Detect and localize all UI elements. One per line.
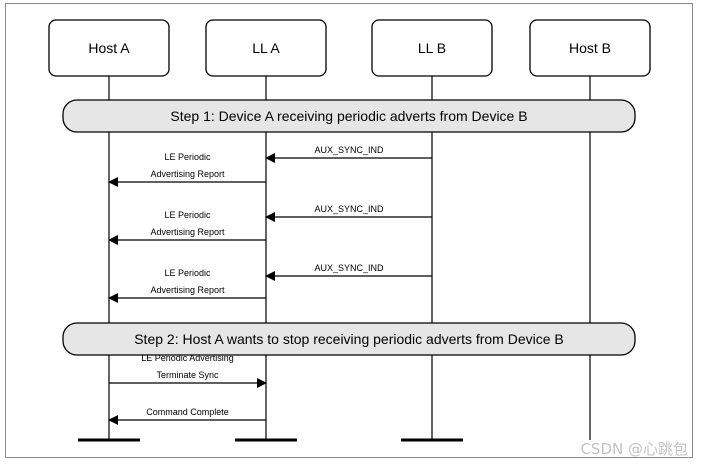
step-label: Step 2: Host A wants to stop receiving p… [134,331,564,347]
message-label: AUX_SYNC_IND [314,263,384,273]
participant-box [205,19,327,77]
participant-label: LL A [252,40,280,56]
step-bar [62,322,636,356]
step-1: Step 1: Device A receiving periodic adve… [62,99,636,133]
participant-box [48,19,170,77]
message-3: AUX_SYNC_IND [265,204,432,222]
message-5: AUX_SYNC_IND [265,263,432,281]
message-label: Advertising Report [150,169,225,179]
message-label: Advertising Report [150,227,225,237]
message-label: Terminate Sync [156,370,219,380]
message-label: LE Periodic [164,210,211,220]
step-bar [62,99,636,133]
message-label: LE Periodic [164,268,211,278]
participant-label: Host A [88,40,130,56]
participant-ll-b: LL B [371,19,493,77]
message-label: Command Complete [146,407,229,417]
participant-label: Host B [569,40,611,56]
message-label: LE Periodic [164,152,211,162]
step-label: Step 1: Device A receiving periodic adve… [170,108,527,124]
participant-ll-a: LL A [205,19,327,77]
watermark: CSDN @心跳包 [580,440,688,458]
step-2: Step 2: Host A wants to stop receiving p… [62,322,636,356]
participant-label: LL B [418,40,446,56]
participant-host-a: Host A [48,19,170,77]
message-label: LE Periodic Advertising [141,353,234,363]
diagram-frame [5,3,693,458]
participant-box [529,19,651,77]
participant-host-b: Host B [529,19,651,77]
message-1: AUX_SYNC_IND [265,145,432,163]
message-label: AUX_SYNC_IND [314,145,384,155]
participant-box [371,19,493,77]
message-label: Advertising Report [150,285,225,295]
message-label: AUX_SYNC_IND [314,204,384,214]
message-8: Command Complete [108,407,266,425]
